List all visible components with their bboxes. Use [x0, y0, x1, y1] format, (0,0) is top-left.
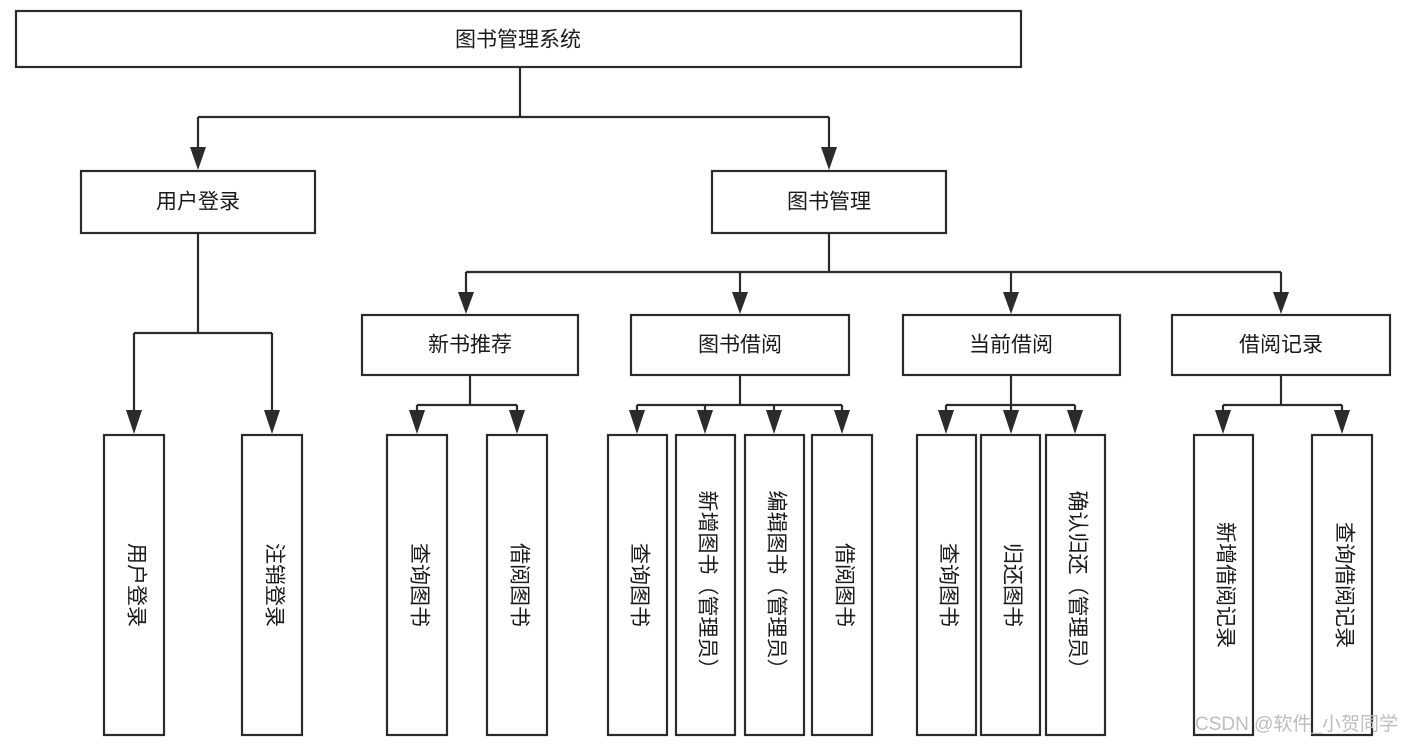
arrow-head-borrow-record	[1273, 292, 1289, 314]
node-leaf-return-book[interactable]: 归还图书	[979, 433, 1042, 737]
node-leaf-logout-login[interactable]: 注销登录	[240, 433, 304, 737]
node-leaf-edit-book-admin-box[interactable]	[743, 433, 806, 737]
arrow-head-leaf-borrow-book	[834, 410, 850, 434]
node-leaf-confirm-return-admin[interactable]: 确认归还（管理员）	[1044, 433, 1107, 737]
node-leaf-query-book-current-label: 查询图书	[936, 543, 959, 627]
arrow-head-current-borrow	[1003, 292, 1019, 314]
node-leaf-borrow-book[interactable]: 借阅图书	[810, 433, 874, 737]
node-book-management[interactable]: 图书管理	[710, 169, 948, 235]
node-leaf-edit-book-admin[interactable]: 编辑图书（管理员）	[743, 433, 806, 737]
node-user-login-box[interactable]	[79, 169, 317, 235]
node-leaf-query-borrow-record-box[interactable]	[1310, 433, 1374, 737]
node-new-book-recommend-box[interactable]	[360, 313, 580, 377]
node-root-label: 图书管理系统	[455, 29, 581, 52]
arrow-head-leaf-confirm-return-admin	[1067, 410, 1083, 434]
node-borrow-record-label: 借阅记录	[1239, 334, 1323, 357]
node-leaf-add-borrow-record-box[interactable]	[1192, 433, 1255, 737]
node-borrow-record[interactable]: 借阅记录	[1170, 313, 1392, 377]
node-leaf-query-book-borrow[interactable]: 查询图书	[606, 433, 669, 737]
arrow-head-book-management	[821, 147, 837, 170]
node-leaf-query-book-recommend-box[interactable]	[385, 433, 449, 737]
node-book-borrow-label: 图书借阅	[698, 334, 782, 357]
node-book-management-box[interactable]	[710, 169, 948, 235]
node-leaf-return-book-label: 归还图书	[1000, 543, 1023, 627]
arrow-head-book-borrow	[732, 292, 748, 314]
arrow-head-leaf-query-book-borrow	[629, 410, 645, 434]
node-leaf-logout-login-label: 注销登录	[262, 543, 285, 627]
node-leaf-query-book-current[interactable]: 查询图书	[915, 433, 978, 737]
arrow-head-leaf-add-book-admin	[697, 410, 713, 434]
nodes-layer: 图书管理系统 用户登录 图书管理 新书推荐 图书借阅 当前	[14, 9, 1392, 737]
node-leaf-confirm-return-admin-box[interactable]	[1044, 433, 1107, 737]
node-book-borrow[interactable]: 图书借阅	[629, 313, 851, 377]
node-leaf-add-book-admin-box[interactable]	[674, 433, 737, 737]
node-leaf-query-borrow-record-label: 查询借阅记录	[1332, 522, 1355, 648]
node-user-login[interactable]: 用户登录	[79, 169, 317, 235]
node-borrow-record-box[interactable]	[1170, 313, 1392, 377]
node-book-borrow-box[interactable]	[629, 313, 851, 377]
node-leaf-add-book-admin[interactable]: 新增图书（管理员）	[674, 433, 737, 737]
arrow-head-leaf-query-book-current	[938, 410, 954, 434]
node-leaf-query-book-recommend[interactable]: 查询图书	[385, 433, 449, 737]
node-current-borrow-label: 当前借阅	[969, 334, 1053, 357]
node-leaf-query-book-borrow-label: 查询图书	[627, 543, 650, 627]
arrow-head-leaf-edit-book-admin	[766, 410, 782, 434]
node-leaf-logout-login-box[interactable]	[240, 433, 304, 737]
node-new-book-recommend-label: 新书推荐	[428, 334, 512, 357]
node-leaf-borrow-book-label: 借阅图书	[832, 543, 855, 627]
node-leaf-query-book-borrow-box[interactable]	[606, 433, 669, 737]
node-root-box[interactable]	[14, 9, 1023, 69]
node-leaf-query-book-current-box[interactable]	[915, 433, 978, 737]
node-book-management-label: 图书管理	[787, 191, 871, 214]
node-new-book-recommend[interactable]: 新书推荐	[360, 313, 580, 377]
node-leaf-edit-book-admin-label: 编辑图书（管理员）	[764, 491, 787, 680]
node-leaf-borrow-book-recommend-box[interactable]	[485, 433, 549, 737]
node-leaf-user-login-label: 用户登录	[124, 543, 147, 627]
node-current-borrow[interactable]: 当前借阅	[901, 313, 1122, 377]
node-leaf-borrow-book-recommend[interactable]: 借阅图书	[485, 433, 549, 737]
arrow-head-user-login	[190, 147, 206, 170]
connectors-layer	[126, 67, 1350, 434]
arrow-head-leaf-return-book	[1003, 410, 1019, 434]
node-leaf-add-borrow-record[interactable]: 新增借阅记录	[1192, 433, 1255, 737]
arrow-head-leaf-add-borrow-record	[1215, 410, 1231, 434]
node-leaf-borrow-book-box[interactable]	[810, 433, 874, 737]
watermark-label: CSDN @软件_小贺同学	[1195, 713, 1398, 735]
node-leaf-query-book-recommend-label: 查询图书	[407, 543, 430, 627]
node-root[interactable]: 图书管理系统	[14, 9, 1023, 69]
node-leaf-confirm-return-admin-label: 确认归还（管理员）	[1065, 491, 1088, 680]
arrow-head-leaf-query-book-recommend	[409, 410, 425, 434]
node-leaf-query-borrow-record[interactable]: 查询借阅记录	[1310, 433, 1374, 737]
arrow-head-leaf-logout-login	[264, 410, 280, 434]
node-leaf-return-book-box[interactable]	[979, 433, 1042, 737]
arrow-head-leaf-borrow-book-recommend	[509, 410, 525, 434]
node-leaf-user-login[interactable]: 用户登录	[102, 433, 166, 737]
node-leaf-borrow-book-recommend-label: 借阅图书	[507, 543, 530, 627]
node-user-login-label: 用户登录	[156, 191, 240, 214]
node-leaf-add-book-admin-label: 新增图书（管理员）	[695, 491, 718, 680]
node-current-borrow-box[interactable]	[901, 313, 1122, 377]
arrow-head-leaf-user-login	[126, 410, 142, 434]
arrow-head-leaf-query-borrow-record	[1334, 410, 1350, 434]
node-leaf-user-login-box[interactable]	[102, 433, 166, 737]
node-leaf-add-borrow-record-label: 新增借阅记录	[1213, 522, 1236, 648]
arrow-head-new-book-recommend	[458, 292, 474, 314]
